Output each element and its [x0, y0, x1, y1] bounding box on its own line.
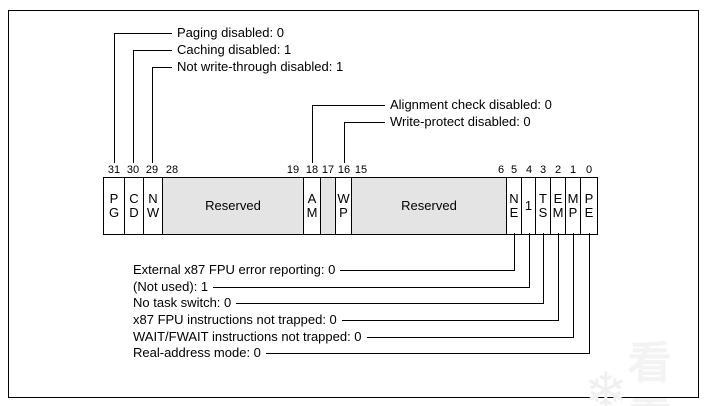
connector-em-vertical — [558, 233, 559, 321]
bitfield-pg: P G — [104, 178, 125, 234]
callout-row-em: x87 FPU instructions not trapped: 0 — [133, 312, 559, 328]
callout-row-pe: Real-address mode: 0 — [133, 345, 590, 361]
bitfield-pe-line2: E — [584, 205, 594, 220]
connector-ts-horizontal — [236, 302, 544, 304]
bitfield-em-line2: M — [552, 205, 564, 220]
connector-pe-horizontal — [265, 352, 590, 354]
bitfield-ne-line2: E — [509, 205, 519, 220]
bit-number-19: 19 — [286, 164, 300, 176]
connector-ts-vertical — [543, 233, 544, 304]
bit-number-1: 1 — [569, 164, 577, 176]
watermark: ❄ 看雪 — [584, 336, 708, 406]
bitfield-am-line2: M — [306, 205, 318, 220]
connector-nw-vertical — [152, 67, 153, 163]
connector-ne-horizontal — [340, 269, 515, 271]
connector-am-horizontal — [312, 105, 385, 106]
connector-wp-vertical — [344, 122, 345, 163]
callout-no-task-switch: No task switch: 0 — [133, 295, 232, 310]
watermark-text: 看雪 — [627, 339, 675, 406]
callout-not-used: (Not used): 1 — [133, 279, 209, 294]
connector-am-vertical — [312, 105, 313, 163]
connector-pg-vertical — [114, 33, 115, 163]
bitfield-pe: P E — [581, 178, 597, 234]
bitfield-reserved-15-6-label: Reserved — [401, 198, 457, 213]
bitfield-wp: W P — [336, 178, 352, 234]
connector-em-horizontal — [341, 319, 559, 321]
callout-wait-fwait-not-trapped: WAIT/FWAIT instructions not trapped: 0 — [133, 329, 362, 344]
callout-not-write-through-disabled: Not write-through disabled: 1 — [177, 59, 344, 74]
bit-number-3: 3 — [539, 164, 547, 176]
bitfield-bit4-label: 1 — [524, 198, 533, 213]
connector-pg-horizontal — [114, 33, 172, 34]
bit-number-0: 0 — [585, 164, 593, 176]
callout-real-address-mode: Real-address mode: 0 — [133, 345, 261, 360]
connector-cd-vertical — [133, 50, 134, 163]
bitfield-mp-line2: P — [568, 205, 578, 220]
bitfield-em: E M — [551, 178, 566, 234]
bitfield-wp-line2: P — [339, 205, 348, 220]
bitfield-reserved-15-6: Reserved — [352, 178, 507, 234]
callout-row-ts: No task switch: 0 — [133, 295, 544, 311]
callout-row-bit4: (Not used): 1 — [133, 279, 530, 295]
bitfield-am-line1: A — [307, 191, 317, 206]
bitfield-em-line1: E — [553, 191, 563, 206]
bit-number-6: 6 — [497, 164, 505, 176]
connector-bit4-vertical — [529, 233, 530, 288]
bitfield-ne-line1: N — [509, 191, 519, 206]
bitfield-bit4-fixed-one: 1 — [522, 178, 536, 234]
callout-caching-disabled: Caching disabled: 1 — [177, 42, 292, 57]
bitfield-ne: N E — [507, 178, 522, 234]
bitfield-ts: T S — [536, 178, 551, 234]
callout-fpu-instructions-not-trapped: x87 FPU instructions not trapped: 0 — [133, 312, 337, 327]
callout-row-ne: External x87 FPU error reporting: 0 — [133, 262, 515, 278]
figure-border — [8, 10, 699, 398]
snowflake-icon: ❄ — [584, 363, 628, 406]
bitfield-wp-line1: W — [337, 191, 350, 206]
bitfield-pg-line1: P — [109, 191, 119, 206]
connector-bit4-horizontal — [213, 286, 530, 288]
callout-write-protect-disabled: Write-protect disabled: 0 — [390, 114, 531, 129]
bit-number-28: 28 — [165, 164, 179, 176]
bitfield-nw-line1: N — [148, 191, 158, 206]
callout-paging-disabled: Paging disabled: 0 — [177, 25, 284, 40]
bitfield-mp-line1: M — [567, 191, 579, 206]
connector-mp-horizontal — [366, 336, 574, 338]
bitfield-pe-line1: P — [584, 191, 594, 206]
bit-number-30: 30 — [126, 164, 140, 176]
bitfield-am: A M — [304, 178, 321, 234]
bit-number-2: 2 — [554, 164, 562, 176]
connector-cd-horizontal — [133, 50, 172, 51]
bitfield-cd-line1: C — [129, 191, 139, 206]
bit-number-16: 16 — [337, 164, 351, 176]
bit-number-4: 4 — [525, 164, 533, 176]
bit-number-18: 18 — [305, 164, 319, 176]
bitfield-ts-line2: S — [538, 205, 548, 220]
connector-wp-horizontal — [344, 122, 385, 123]
connector-ne-vertical — [514, 233, 515, 271]
bit-number-31: 31 — [107, 164, 121, 176]
bitfield-ts-line1: T — [539, 191, 547, 206]
bitfield-cd-line2: D — [129, 205, 139, 220]
bitfield-mp: M P — [566, 178, 581, 234]
bit-number-15: 15 — [354, 164, 368, 176]
bitfield-nw: N W — [144, 178, 163, 234]
callout-alignment-check-disabled: Alignment check disabled: 0 — [390, 97, 552, 112]
bitfield-nw-line2: W — [146, 205, 160, 220]
bitfield-reserved-28-19-label: Reserved — [205, 198, 261, 213]
register-box: P G C D N W Reserved A M W P Reserved N — [103, 177, 598, 235]
bitfield-cd: C D — [125, 178, 144, 234]
bit-number-17: 17 — [321, 164, 335, 176]
bit-number-5: 5 — [510, 164, 518, 176]
bitfield-pg-line2: G — [108, 205, 120, 220]
bit-number-29: 29 — [145, 164, 159, 176]
connector-mp-vertical — [573, 233, 574, 338]
bitfield-reserved-28-19: Reserved — [163, 178, 304, 234]
callout-external-fpu-error: External x87 FPU error reporting: 0 — [133, 262, 336, 277]
bitfield-reserved-17 — [321, 178, 336, 234]
connector-pe-vertical — [589, 233, 590, 354]
connector-nw-horizontal — [152, 67, 172, 68]
callout-row-mp: WAIT/FWAIT instructions not trapped: 0 — [133, 329, 574, 345]
